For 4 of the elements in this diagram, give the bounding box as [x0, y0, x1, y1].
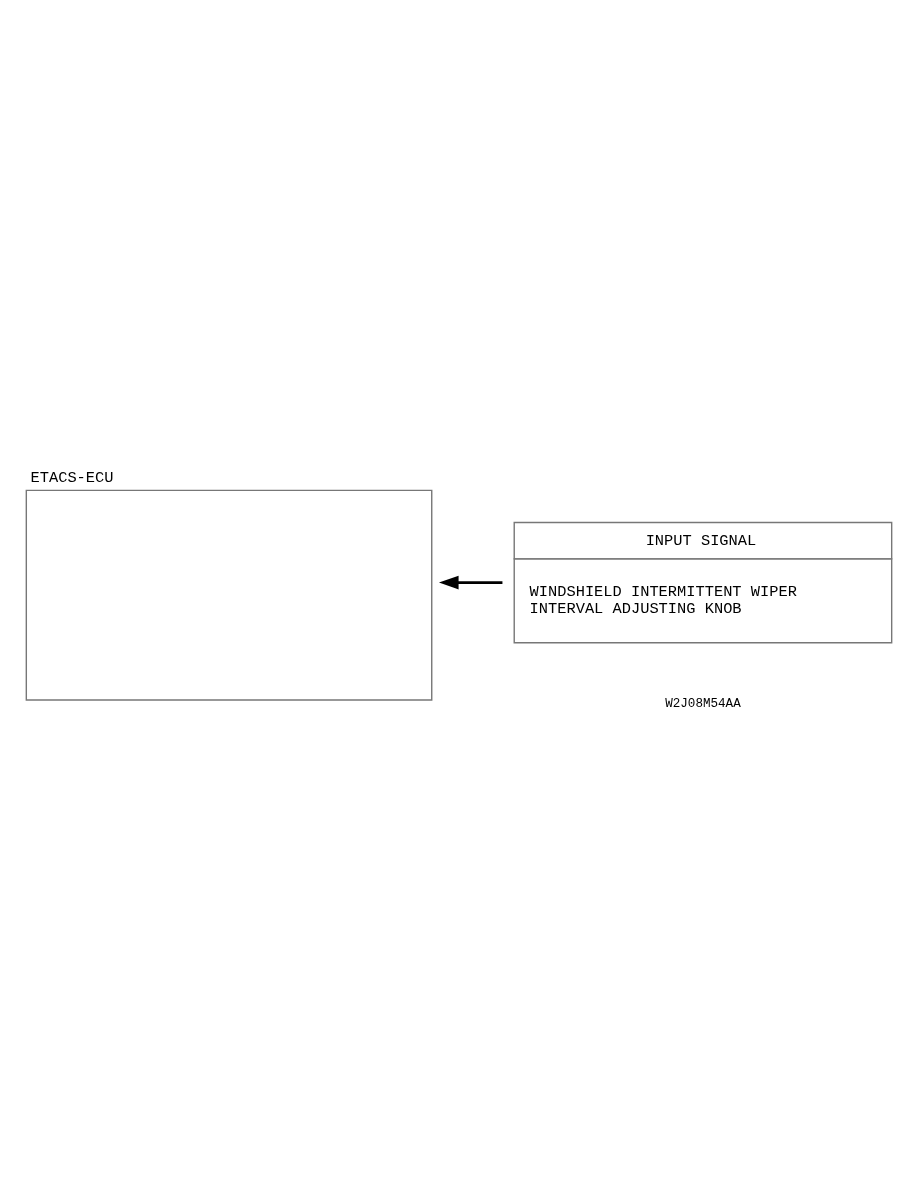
label: W2J08M54AA: [665, 696, 741, 711]
node-box: [25, 489, 433, 701]
arrow: [438, 575, 503, 589]
node-label: ETACS-ECU: [30, 468, 114, 487]
